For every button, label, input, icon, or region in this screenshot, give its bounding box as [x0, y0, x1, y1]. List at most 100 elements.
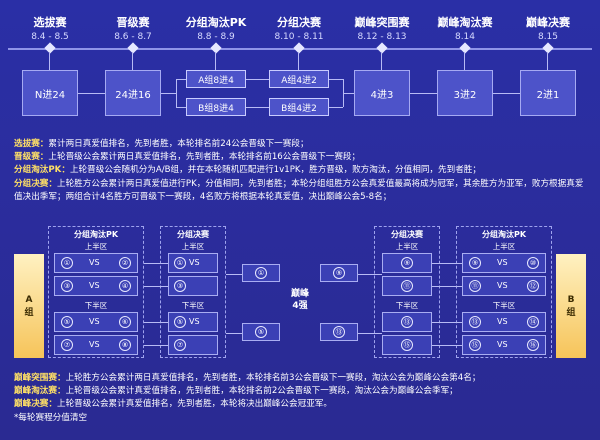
- rule-label: 分组决赛：: [14, 178, 57, 189]
- timeline-diamond-icon: [376, 42, 388, 54]
- match-row: ⑤ VS: [168, 312, 218, 332]
- match-row: ⑬: [382, 312, 432, 332]
- stage-title-4: 分组决赛: [277, 16, 321, 29]
- stage-date-4: 8.10 - 8.11: [274, 32, 324, 42]
- match-row: ⑬ VS ⑭: [462, 312, 546, 332]
- rule-label: 巅峰突围赛：: [14, 373, 66, 383]
- flow-2to1: 2进1: [520, 70, 576, 116]
- seed-badge: ⑬: [401, 316, 413, 328]
- seed-badge: ⑤: [61, 316, 73, 328]
- match-row: ⑪: [382, 276, 432, 296]
- rule-line: 巅峰决赛：上轮晋级公会累计真爱值排名，先到者胜，本轮将决出巅峰公会冠亚军。: [14, 398, 590, 411]
- peak-four-label: 巅峰 4强: [280, 288, 320, 312]
- vs-label: VS: [497, 340, 508, 349]
- rule-line: 晋级赛：上轮晋级公会累计两日真爱值排名，先到者胜，本轮排名前16公会晋级下一赛段…: [14, 151, 590, 164]
- vs-label: VS: [189, 317, 200, 326]
- stage-date-7: 8.15: [537, 32, 559, 42]
- match-row: ⑪ VS ⑫: [462, 276, 546, 296]
- group-a-tag: A 组: [14, 254, 44, 358]
- peak-label-line1: 巅峰: [290, 289, 309, 299]
- right-pk-title: 分组淘汰PK: [481, 230, 527, 239]
- connector: [464, 52, 465, 70]
- flow-4to3: 4进3: [354, 70, 410, 116]
- timeline-diamond-icon: [127, 42, 139, 54]
- stage-title-1: 选拔赛: [33, 16, 67, 29]
- rule-text: 上轮晋级公会累计真爱值排名，先到者胜，本轮排名前2公会晋级下一赛段，淘汰公会为巅…: [65, 386, 458, 397]
- right-final-group: [374, 226, 440, 358]
- group-a-letter: A: [25, 294, 33, 305]
- seed-badge: ⑯: [527, 339, 539, 351]
- connector: [144, 322, 168, 323]
- seed-badge: ⑧: [119, 339, 131, 351]
- vs-label: VS: [89, 281, 100, 290]
- stage-title-6: 巅峰淘汰赛: [437, 16, 493, 29]
- connector: [49, 52, 50, 70]
- peak-label-line2: 4强: [292, 301, 308, 311]
- connector: [144, 263, 168, 264]
- seed-badge: ⑤: [174, 316, 186, 328]
- connector: [432, 345, 462, 346]
- flow-label: N进24: [34, 89, 66, 101]
- rule-line: 分组淘汰PK：上轮晋级公会随机分为A/B组，并在本轮随机匹配进行1v1PK，胜方…: [14, 164, 590, 177]
- vs-label: VS: [497, 317, 508, 326]
- left-final-upper: 上半区: [181, 242, 205, 251]
- vs-label: VS: [89, 317, 100, 326]
- seed-badge: ⑥: [119, 316, 131, 328]
- connector: [132, 52, 133, 70]
- match-row: ① VS ②: [54, 253, 138, 273]
- slot-box: ⑤: [242, 323, 280, 341]
- flow-label: B组4进2: [281, 103, 317, 114]
- match-row: ⑦: [168, 335, 218, 355]
- connector: [432, 263, 462, 264]
- timeline-diamond-icon: [293, 42, 305, 54]
- connector: [547, 52, 548, 70]
- seed-badge: ⑫: [527, 280, 539, 292]
- group-a-word: 组: [24, 307, 34, 318]
- connector: [493, 93, 520, 94]
- connector: [176, 107, 186, 108]
- flow-label: 2进1: [536, 89, 560, 101]
- group-b-tag: B 组: [556, 254, 586, 358]
- timeline-diamond-icon: [459, 42, 471, 54]
- seed-badge: ①: [174, 257, 186, 269]
- rule-label: 选拔赛：: [14, 139, 49, 149]
- seed-badge: ⑨: [333, 267, 345, 279]
- stage-date-6: 8.14: [454, 32, 476, 42]
- connector: [161, 93, 176, 94]
- seed-badge: ⑬: [333, 326, 345, 338]
- flow-24to16: 24进16: [105, 70, 161, 116]
- seed-badge: ⑪: [401, 280, 413, 292]
- flow-n24: N进24: [22, 70, 78, 116]
- connector: [226, 333, 242, 334]
- rule-line: 选拔赛：累计两日真爱值排名，先到者胜，本轮排名前24公会晋级下一赛段；: [14, 138, 590, 151]
- seed-badge: ⑮: [469, 339, 481, 351]
- match-row: ⑨ VS ⑩: [462, 253, 546, 273]
- connector: [226, 274, 242, 275]
- stage-title-2: 晋级赛: [116, 16, 150, 29]
- flow-label: 24进16: [115, 89, 151, 101]
- flow-label: 3进2: [453, 89, 477, 101]
- flow-b-4to2: B组4进2: [269, 98, 329, 116]
- match-row: ⑮: [382, 335, 432, 355]
- left-pk-lower: 下半区: [84, 301, 108, 310]
- match-row: ⑤ VS ⑥: [54, 312, 138, 332]
- match-row: ⑦ VS ⑧: [54, 335, 138, 355]
- seed-badge: ③: [61, 280, 73, 292]
- vs-label: VS: [497, 258, 508, 267]
- rule-text: 累计两日真爱值排名，先到者胜，本轮排名前24公会晋级下一赛段；: [48, 139, 309, 149]
- connector: [329, 107, 343, 108]
- seed-badge: ②: [119, 257, 131, 269]
- stage-title-5: 巅峰突围赛: [354, 16, 410, 29]
- flow-label: B组8进4: [198, 103, 234, 114]
- slot-box: ⑨: [320, 264, 358, 282]
- connector: [78, 93, 105, 94]
- rule-line: 巅峰淘汰赛：上轮晋级公会累计真爱值排名，先到者胜，本轮排名前2公会晋级下一赛段，…: [14, 385, 590, 398]
- connector: [343, 93, 354, 94]
- rule-text: 上轮晋级公会累计两日真爱值排名，先到者胜，本轮排名前16公会晋级下一赛段；: [48, 152, 361, 163]
- stage-date-2: 8.6 - 8.7: [114, 32, 152, 42]
- connector: [358, 333, 382, 334]
- stage-title-3: 分组淘汰PK: [185, 16, 247, 29]
- connector: [176, 79, 186, 80]
- left-final-group: [160, 226, 226, 358]
- seed-badge: ⑨: [469, 257, 481, 269]
